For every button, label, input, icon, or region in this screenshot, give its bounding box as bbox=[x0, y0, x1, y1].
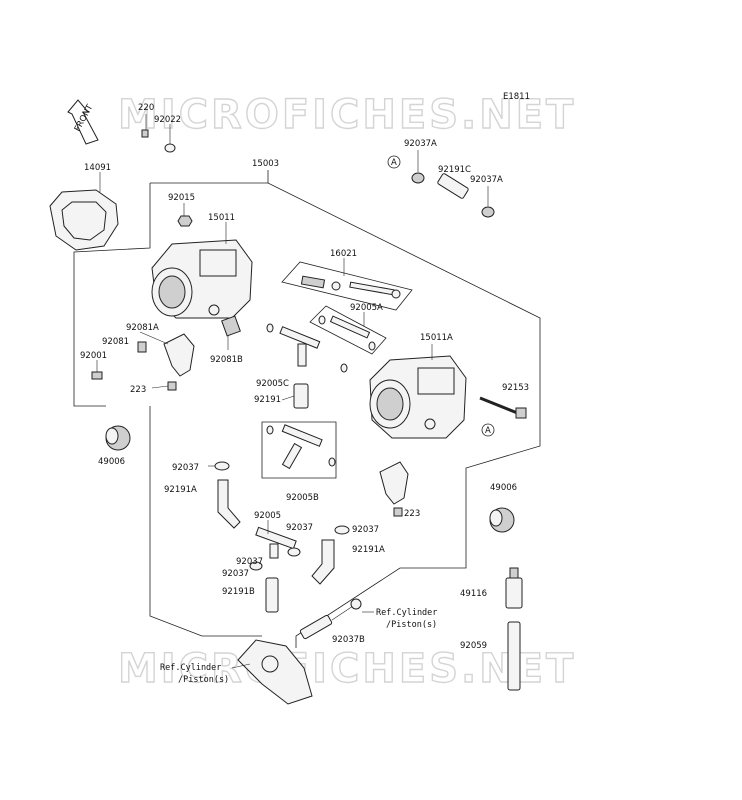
label-92059: 92059 bbox=[460, 641, 487, 651]
part-92191C-hose bbox=[437, 173, 469, 199]
label-15011: 15011 bbox=[208, 213, 235, 223]
label-92015: 92015 bbox=[168, 193, 195, 203]
ref-cylinder-fragment bbox=[237, 639, 313, 705]
label-49006-right: 49006 bbox=[490, 483, 517, 493]
label-92037A-top: 92037A bbox=[404, 139, 437, 149]
part-223-screw-right bbox=[379, 461, 409, 517]
label-92191C: 92191C bbox=[438, 165, 471, 175]
part-92191A-hose-right bbox=[311, 539, 335, 585]
part-92005A-pipe bbox=[309, 305, 387, 355]
label-92037-lower1: 92037 bbox=[236, 557, 263, 567]
callout-a-right: A bbox=[481, 423, 495, 437]
watermark-top: MICROFICHES.NET bbox=[118, 92, 576, 138]
part-15011A-carburetor-right bbox=[369, 344, 467, 439]
svg-text:A: A bbox=[485, 426, 491, 436]
part-92005C-pipe bbox=[266, 323, 348, 373]
part-92153-bolt bbox=[479, 396, 527, 419]
watermark-bottom: MICROFICHES.NET bbox=[118, 646, 576, 692]
label-92001: 92001 bbox=[80, 351, 107, 361]
label-92081A: 92081A bbox=[126, 323, 159, 333]
part-92037B-hose bbox=[299, 598, 362, 640]
label-92081: 92081 bbox=[102, 337, 129, 347]
assembly-outline-left bbox=[73, 183, 151, 407]
label-92005A: 92005A bbox=[350, 303, 383, 313]
part-92081A-bracket bbox=[139, 331, 195, 377]
part-14091-duct bbox=[49, 172, 119, 251]
label-49116: 49116 bbox=[460, 589, 487, 599]
label-92153: 92153 bbox=[502, 383, 529, 393]
assembly-outline-bottom bbox=[149, 580, 262, 637]
label-92191B: 92191B bbox=[222, 587, 255, 597]
front-arrow-icon: FRONT bbox=[67, 99, 99, 145]
label-92037-center: 92037 bbox=[286, 523, 313, 533]
ref-cylinder-right-line1: Ref.Cylinder bbox=[376, 608, 437, 618]
part-92059-tube bbox=[507, 621, 521, 691]
label-15003: 15003 bbox=[252, 159, 279, 169]
part-220-screw bbox=[141, 114, 149, 138]
part-92037-clamp-right bbox=[334, 525, 350, 535]
part-92005-pipe bbox=[255, 520, 297, 559]
label-92037-right: 92037 bbox=[352, 525, 379, 535]
label-92081B: 92081B bbox=[210, 355, 243, 365]
part-15011-carburetor-left bbox=[151, 222, 253, 319]
part-92022-washer bbox=[164, 124, 176, 153]
label-92005: 92005 bbox=[254, 511, 281, 521]
label-92005B: 92005B bbox=[286, 493, 319, 503]
callout-a-top: A bbox=[387, 155, 401, 169]
part-92015-nut bbox=[177, 203, 193, 227]
part-92037-clamp-center bbox=[287, 547, 301, 557]
part-92037A-clamp-top bbox=[411, 150, 425, 184]
label-92037A-bottom: 92037A bbox=[470, 175, 503, 185]
label-92191A-right: 92191A bbox=[352, 545, 385, 555]
part-92191-hose bbox=[281, 383, 309, 409]
part-49006-insulator-left bbox=[105, 425, 131, 451]
ref-cylinder-right-line2: /Piston(s) bbox=[386, 620, 437, 630]
label-92022: 92022 bbox=[154, 115, 181, 125]
label-223-left: 223 bbox=[130, 385, 146, 395]
part-16021-shaft bbox=[281, 258, 413, 311]
label-14091: 14091 bbox=[84, 163, 111, 173]
label-49006-left: 49006 bbox=[98, 457, 125, 467]
label-92191A-left: 92191A bbox=[164, 485, 197, 495]
ref-cylinder-left-line1: Ref.Cylinder bbox=[160, 663, 221, 673]
part-92191B-hose bbox=[265, 577, 279, 613]
label-92037-lower2: 92037 bbox=[222, 569, 249, 579]
part-92081B-spring bbox=[221, 315, 241, 350]
part-92001-screw bbox=[91, 360, 103, 380]
label-223-right: 223 bbox=[404, 509, 420, 519]
svg-text:A: A bbox=[391, 158, 397, 168]
part-92037A-clamp-bottom bbox=[481, 186, 495, 218]
assembly-outline bbox=[150, 182, 541, 648]
part-92037-clamp-left bbox=[208, 461, 230, 471]
part-49006-insulator-right bbox=[489, 507, 515, 533]
part-49116-fitting bbox=[505, 567, 523, 609]
label-92191: 92191 bbox=[254, 395, 281, 405]
part-92081-spring bbox=[137, 341, 147, 353]
label-15011A: 15011A bbox=[420, 333, 453, 343]
label-92037B: 92037B bbox=[332, 635, 365, 645]
part-92037-clamp-lower bbox=[249, 561, 263, 571]
part-223-screw-left bbox=[151, 381, 177, 391]
label-220: 220 bbox=[138, 103, 154, 113]
label-92037-left: 92037 bbox=[172, 463, 199, 473]
ref-cylinder-left-line2: /Piston(s) bbox=[178, 675, 229, 685]
part-92191A-hose-left bbox=[217, 479, 241, 529]
part-92005B-pipe bbox=[261, 421, 337, 479]
label-16021: 16021 bbox=[330, 249, 357, 259]
label-92005C: 92005C bbox=[256, 379, 289, 389]
diagram-code: E1811 bbox=[503, 92, 530, 102]
